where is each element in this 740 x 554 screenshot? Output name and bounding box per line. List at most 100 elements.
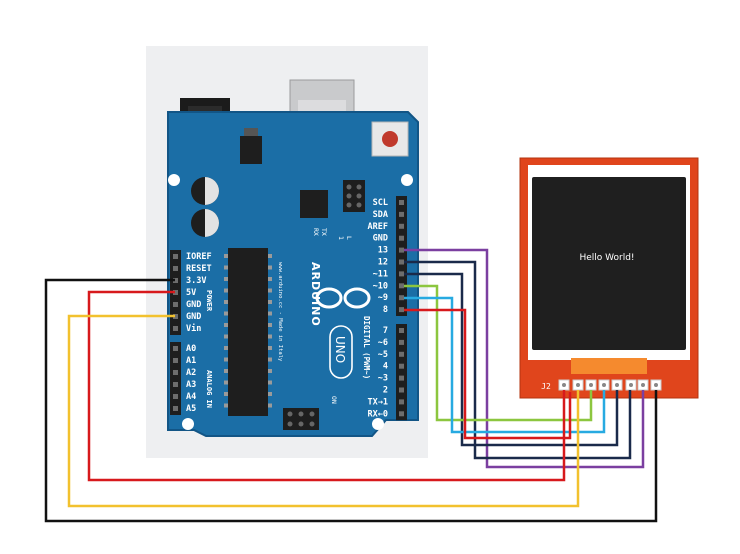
mount-hole <box>182 418 194 430</box>
model-text: UNO <box>333 336 347 363</box>
chip-pin <box>224 300 228 304</box>
chip-pin <box>268 346 272 350</box>
header-pin <box>173 406 178 411</box>
reset-button[interactable] <box>371 121 409 157</box>
chip-pin <box>224 311 228 316</box>
tft-pin-hole <box>654 383 658 387</box>
pin-label: SDA <box>373 210 388 220</box>
pin-label: ~9 <box>378 293 388 303</box>
chip-pin <box>268 254 272 258</box>
pin-label: RESET <box>186 264 212 274</box>
chip-pin <box>224 277 228 281</box>
chip-pin <box>268 392 272 396</box>
tft-pin-hole <box>629 383 633 387</box>
brand-text: ARDUINO <box>309 262 322 327</box>
header-pin <box>173 394 178 399</box>
wire-pin9 <box>404 296 606 434</box>
pin-label: 2 <box>383 386 388 396</box>
pin-label: 4 <box>383 362 388 372</box>
header-pin <box>399 375 404 381</box>
one-label: 1 <box>337 236 345 240</box>
site-text: www.arduino.cc - Made in Italy <box>277 262 283 362</box>
header-pin <box>399 328 404 333</box>
header-pin <box>173 382 178 387</box>
header-pin <box>399 200 404 205</box>
chip-pin <box>268 380 272 385</box>
pin-label: ~3 <box>378 374 388 384</box>
header-pin <box>399 411 404 417</box>
header-pin <box>399 387 404 393</box>
header-pin <box>399 351 404 357</box>
digital-pin-labels: SCLSDAAREFGND1312~11~10~987~6~54~32TX→1R… <box>368 198 388 419</box>
chip-pin <box>224 369 228 373</box>
tft-screen <box>532 177 686 350</box>
tft-pin-hole <box>615 383 619 387</box>
l-label: L <box>345 236 353 240</box>
header-pin <box>173 358 178 363</box>
pin-label: A5 <box>186 404 196 414</box>
pin-label: SCL <box>373 198 388 208</box>
chip-pin <box>224 265 228 270</box>
pin-label: GND <box>186 312 201 322</box>
pin-label: AREF <box>368 222 388 232</box>
pin-label: IOREF <box>186 252 212 262</box>
chip-pin <box>224 288 228 293</box>
header-pin <box>399 223 404 229</box>
digital-header <box>396 196 407 421</box>
chip-pin <box>268 311 272 316</box>
screen-text: Hello World! <box>579 253 634 263</box>
header-pin <box>173 314 178 319</box>
header-pin <box>173 302 178 307</box>
analog-header <box>170 342 181 415</box>
digital-group-label: DIGITAL (PWM~) <box>362 316 371 379</box>
header-pin <box>173 254 178 259</box>
header-pin <box>173 278 178 283</box>
pin-label: 12 <box>378 258 388 268</box>
analog-group-label: ANALOG IN <box>205 370 213 408</box>
chip-pin <box>224 357 228 362</box>
wire-5v <box>87 290 566 482</box>
chip-pin <box>224 323 228 327</box>
wires <box>44 248 658 523</box>
header-pin <box>173 326 178 331</box>
chip-pin <box>268 300 272 304</box>
header-pin <box>399 307 404 313</box>
tx-label: TX <box>320 228 328 236</box>
wire-gnd <box>44 278 658 523</box>
connector-label: J2 <box>541 382 551 391</box>
tft-pin-hole <box>641 383 645 387</box>
power-header <box>170 250 181 335</box>
pin-label: 5V <box>186 288 196 298</box>
mount-hole <box>168 174 180 186</box>
power-group-label: POWER <box>205 290 213 312</box>
tft-pin-hole <box>589 383 593 387</box>
header-pin <box>399 283 404 289</box>
header-pin <box>173 266 178 271</box>
pin-label: 3.3V <box>186 276 206 286</box>
capacitor <box>191 209 219 237</box>
uno-badge: UNO <box>329 325 353 379</box>
wire-vin <box>67 314 580 508</box>
pin-label: RX←0 <box>368 409 388 419</box>
chip-pin <box>224 403 228 408</box>
header-pin <box>399 235 404 241</box>
pin-label: ~5 <box>378 350 388 360</box>
chip-pin <box>224 392 228 396</box>
chip-pin <box>224 254 228 258</box>
header-pin <box>399 363 404 369</box>
chip-pin <box>224 380 228 385</box>
chip-pin <box>268 403 272 408</box>
pin-label: A0 <box>186 344 196 354</box>
wire-13 <box>404 248 645 469</box>
mount-hole <box>372 418 384 430</box>
header-pin <box>399 399 404 405</box>
chip-pin <box>268 369 272 373</box>
header-pin <box>399 339 404 345</box>
pin-label: Vin <box>186 323 201 334</box>
chip-pin <box>268 265 272 270</box>
rx-label: RX <box>312 228 320 236</box>
arduino-logo <box>315 287 371 309</box>
wire-pin11 <box>404 272 619 447</box>
header-pin <box>173 370 178 375</box>
